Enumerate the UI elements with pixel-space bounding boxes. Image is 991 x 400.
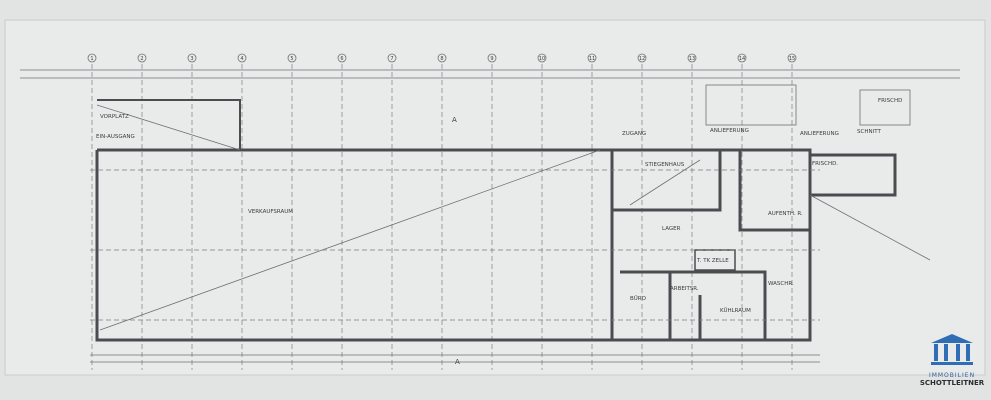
logo-line-2: SCHOTTLEITNER bbox=[919, 379, 985, 387]
temple-icon bbox=[931, 334, 973, 365]
grid-axis-label: 4 bbox=[240, 56, 243, 62]
grid-axis-label: 12 bbox=[639, 56, 645, 62]
grid-axis-label: 8 bbox=[440, 56, 443, 62]
service-wing-wall bbox=[612, 148, 812, 342]
grid-axis-marker bbox=[537, 53, 547, 63]
grid-axis-marker bbox=[637, 53, 647, 63]
room-label-eingang: EIN-AUSGANG bbox=[96, 134, 135, 140]
room-label-lager: LAGER bbox=[662, 226, 681, 232]
room-label-buero: BÜRO bbox=[630, 295, 647, 302]
grid-axis-label: 3 bbox=[190, 56, 193, 62]
grid-axis-marker bbox=[687, 53, 697, 63]
grid-axis-label: 2 bbox=[140, 56, 143, 62]
grid-axis-marker bbox=[787, 53, 797, 63]
grid-axis-label: 15 bbox=[789, 56, 795, 62]
room-label-verkaufsraum: VERKAUFSRAUM bbox=[248, 209, 293, 215]
grid-axis-label: 6 bbox=[340, 56, 343, 62]
room-label-frischd-2: FRISCHD bbox=[878, 98, 902, 104]
grid-axis-marker bbox=[737, 53, 747, 63]
section-marker-top: A bbox=[452, 116, 457, 124]
room-label-zugang: ZUGANG bbox=[622, 131, 646, 137]
grid-axis-marker bbox=[487, 53, 497, 63]
company-logo: IMMOBILIEN SCHOTTLEITNER bbox=[916, 332, 988, 398]
room-label-waschr: WASCHR. bbox=[768, 281, 794, 287]
grid-axis-label: 11 bbox=[589, 56, 595, 62]
grid-axis-marker bbox=[387, 53, 397, 63]
grid-axis-marker bbox=[587, 53, 597, 63]
grid-axis-label: 1 bbox=[90, 56, 93, 62]
room-label-schnitt: SCHNITT bbox=[857, 129, 881, 135]
room-label-stiegenhaus: STIEGENHAUS bbox=[645, 162, 685, 168]
grid-axis-label: 10 bbox=[539, 56, 545, 62]
room-label-tkzelle: T. TK ZELLE bbox=[696, 258, 729, 264]
grid-axis-marker bbox=[337, 53, 347, 63]
grid-axis-label: 13 bbox=[689, 56, 695, 62]
room-label-anlieferung-2: ANLIEFERUNG bbox=[800, 131, 839, 137]
grid-axis-marker bbox=[287, 53, 297, 63]
room-label-kuehlraum: KÜHLRAUM bbox=[720, 307, 751, 314]
grid-axis-label: 9 bbox=[490, 56, 493, 62]
dimension-lines bbox=[20, 69, 960, 363]
grid-axis-label: 5 bbox=[290, 56, 293, 62]
room-label-anlieferung-1: ANLIEFERUNG bbox=[710, 128, 749, 134]
grid-axis-marker bbox=[137, 53, 147, 63]
room-label-frischd-1: FRISCHD. bbox=[812, 161, 838, 167]
room-label-arbeitsr: ARBEITSR. bbox=[670, 286, 699, 292]
grid-axis-marker bbox=[437, 53, 447, 63]
grid-axis-marker bbox=[87, 53, 97, 63]
room-label-vorplatz: VORPLATZ bbox=[100, 114, 129, 120]
grid-axis-label: 7 bbox=[390, 56, 393, 62]
grid-axis-label: 14 bbox=[739, 56, 745, 62]
logo-line-1: IMMOBILIEN bbox=[928, 372, 976, 379]
section-marker-bottom: A bbox=[455, 358, 460, 366]
grid-axis-marker bbox=[187, 53, 197, 63]
room-label-aufenth: AUFENTH. R. bbox=[768, 211, 803, 217]
grid-axis-marker bbox=[237, 53, 247, 63]
